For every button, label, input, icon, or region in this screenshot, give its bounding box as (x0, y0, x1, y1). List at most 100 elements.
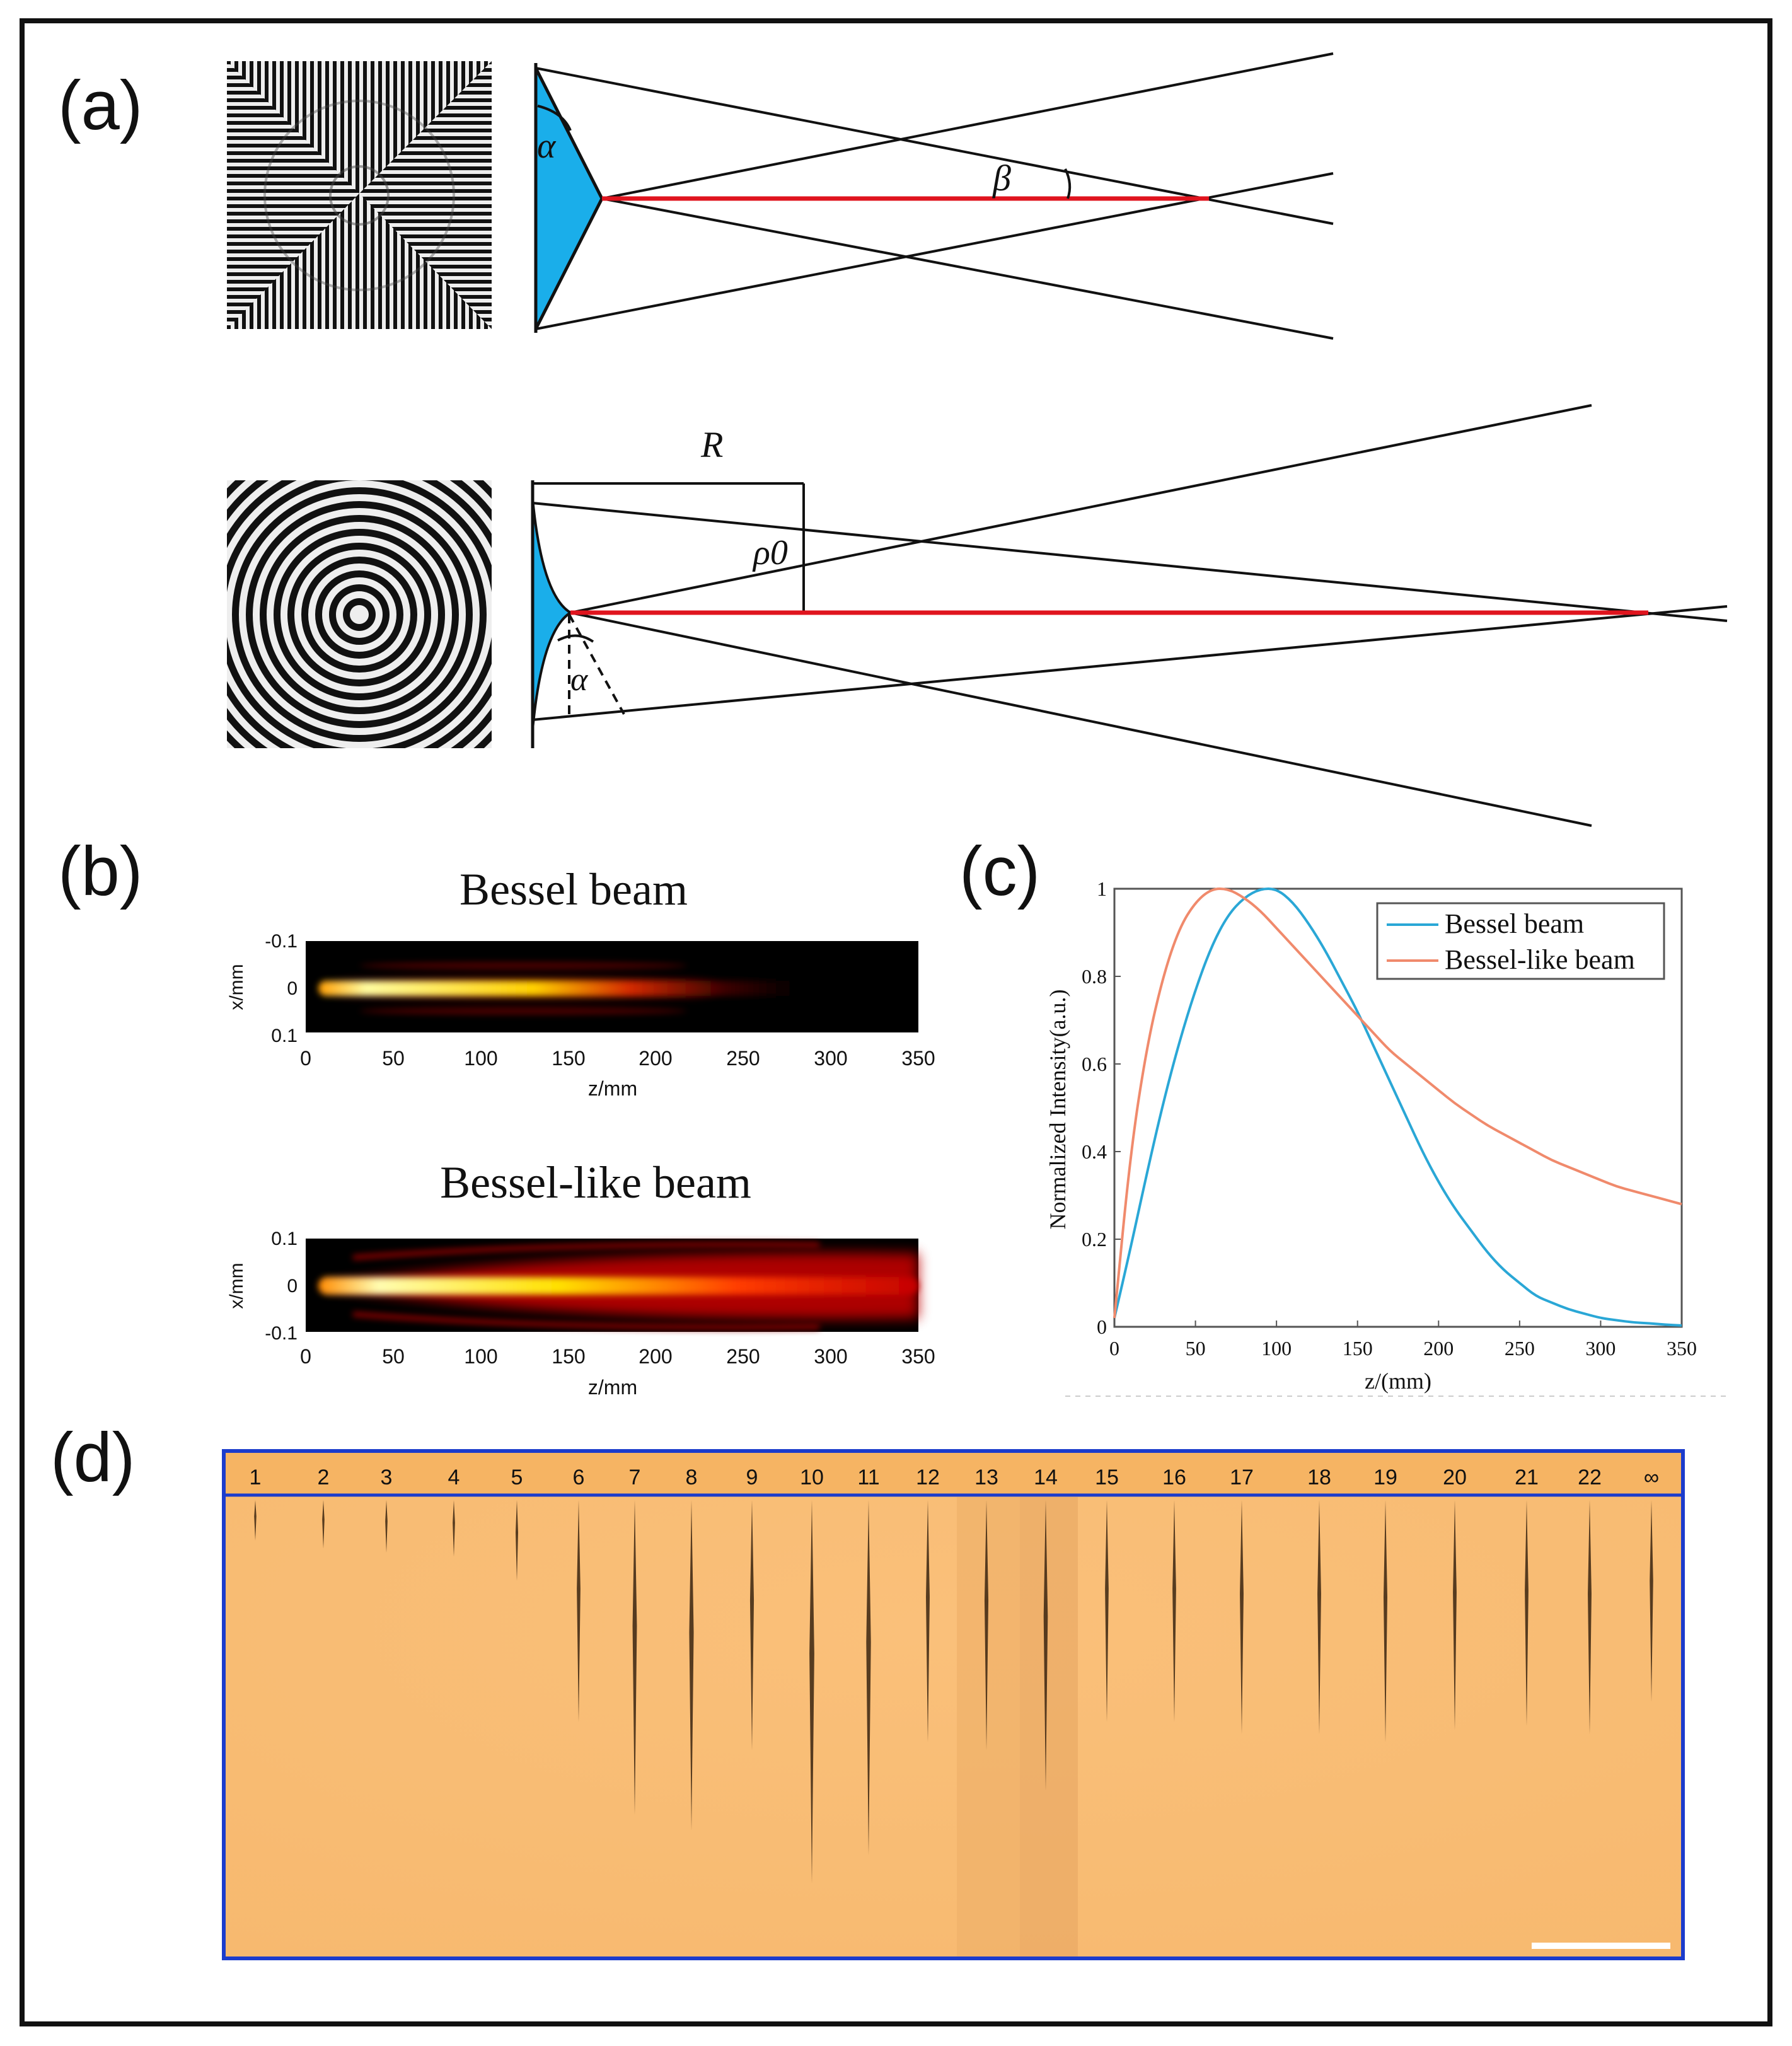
bessel-like-beam-heatmap: Bessel-like beam 0.1 0 -0.1 x/mm 0 50 10… (226, 1157, 935, 1399)
crack-3 (385, 1500, 388, 1553)
bessel-like-beam-yticks: 0.1 0 -0.1 (265, 1228, 298, 1344)
beta-symbol: β (992, 158, 1011, 199)
column-label: 9 (746, 1465, 758, 1489)
svg-text:0: 0 (300, 1047, 311, 1070)
svg-text:200: 200 (639, 1345, 672, 1368)
bessel-beam-xlabel: z/mm (588, 1077, 637, 1100)
crack-5 (516, 1500, 518, 1581)
micrograph-patch-14 (1020, 1497, 1078, 1958)
column-label: 8 (686, 1465, 698, 1489)
y-tick-label: 1 (1097, 877, 1107, 900)
svg-text:350: 350 (901, 1345, 935, 1368)
panel-b-label: (b) (58, 833, 142, 910)
bessel-like-beam-xticks: 0 50 100 150 200 250 300 350 (300, 1345, 935, 1368)
column-label: 6 (573, 1465, 585, 1489)
crack-21 (1525, 1500, 1529, 1726)
panel-d-label: (d) (50, 1419, 135, 1496)
crack-23 (1650, 1500, 1653, 1702)
axicon-diagram: α β (534, 52, 1334, 340)
crack-7 (632, 1500, 637, 1815)
crack-14 (1043, 1500, 1048, 1791)
x-tick-label: 200 (1423, 1337, 1454, 1360)
micrograph (224, 1451, 1683, 1958)
bessel-beam-heatmap: Bessel beam -0.1 0 0.1 x/mm 0 50 100 150… (226, 864, 935, 1100)
crack-10 (809, 1500, 814, 1883)
chart-legend: Bessel beam Bessel-like beam (1376, 902, 1665, 980)
crack-20 (1453, 1500, 1457, 1730)
crack-22 (1588, 1500, 1592, 1735)
bessel-beam-title: Bessel beam (460, 864, 688, 915)
chart-ylabel: Normalized Intensity(a.u.) (1045, 990, 1070, 1230)
laser-cracks (254, 1500, 1653, 1883)
legend-label-bessel-beam: Bessel beam (1445, 908, 1584, 939)
column-label: 17 (1230, 1465, 1254, 1489)
column-label: 3 (381, 1465, 393, 1489)
chart-yticks: 00.20.40.60.81 (1082, 877, 1121, 1338)
svg-text:0: 0 (287, 978, 298, 999)
crack-2 (322, 1500, 325, 1549)
svg-text:350: 350 (901, 1047, 935, 1070)
crack-15 (1105, 1500, 1109, 1722)
x-tick-label: 350 (1667, 1337, 1697, 1360)
panel-b: (b) Bessel beam -0.1 0 0.1 x/mm 0 50 100… (58, 833, 935, 1399)
series-line-bessel-beam (1113, 887, 1682, 1327)
y-tick-label: 0 (1097, 1315, 1107, 1338)
crack-19 (1384, 1500, 1387, 1742)
rho0-symbol: ρ0 (752, 533, 788, 572)
column-label: 18 (1307, 1465, 1331, 1489)
x-tick-label: 150 (1343, 1337, 1373, 1360)
hologram-ring (350, 605, 369, 624)
y-tick-label: 0.2 (1082, 1228, 1107, 1251)
panel-c-label: (c) (959, 833, 1040, 910)
micrograph-header-band (224, 1451, 1683, 1495)
column-label: 20 (1443, 1465, 1467, 1489)
svg-text:300: 300 (814, 1047, 847, 1070)
crack-11 (866, 1500, 871, 1856)
alpha-symbol: α (537, 127, 557, 166)
column-label: 4 (448, 1465, 460, 1489)
svg-text:250: 250 (726, 1345, 760, 1368)
lens-axicon-hologram-circular (227, 480, 492, 748)
x-tick-label: 0 (1109, 1337, 1119, 1360)
bessel-beam-yticks: -0.1 0 0.1 (265, 931, 298, 1046)
y-tick-label: 0.4 (1082, 1140, 1107, 1163)
chart-xlabel: z/(mm) (1365, 1368, 1431, 1394)
column-label: 11 (857, 1465, 879, 1489)
svg-text:250: 250 (726, 1047, 760, 1070)
column-label: 2 (318, 1465, 330, 1489)
crack-8 (689, 1500, 694, 1831)
panel-a-label: (a) (58, 67, 142, 144)
crack-9 (749, 1500, 754, 1750)
svg-text:300: 300 (814, 1345, 847, 1368)
crack-18 (1317, 1500, 1321, 1735)
svg-text:100: 100 (464, 1345, 497, 1368)
x-tick-label: 250 (1505, 1337, 1535, 1360)
svg-text:-0.1: -0.1 (265, 1323, 298, 1344)
micrograph-patch-13 (957, 1497, 1020, 1958)
legend-label-bessel-like-beam: Bessel-like beam (1445, 944, 1635, 975)
crack-1 (254, 1500, 257, 1540)
column-label: 22 (1578, 1465, 1602, 1489)
column-label: 16 (1162, 1465, 1186, 1489)
alpha-symbol-2: α (570, 662, 589, 698)
column-label: 7 (629, 1465, 641, 1489)
svg-text:0: 0 (287, 1276, 298, 1297)
column-label: 14 (1034, 1465, 1058, 1489)
svg-text:150: 150 (552, 1345, 585, 1368)
axicon-hologram-square (227, 61, 492, 329)
x-tick-label: 100 (1261, 1337, 1292, 1360)
column-label: 21 (1515, 1465, 1539, 1489)
R-symbol: R (700, 424, 723, 465)
y-tick-label: 0.8 (1082, 965, 1107, 988)
column-label: 19 (1373, 1465, 1397, 1489)
crack-12 (926, 1500, 930, 1742)
bessel-like-beam-ylabel: x/mm (226, 1263, 247, 1309)
crack-4 (453, 1500, 455, 1557)
svg-text:-0.1: -0.1 (265, 931, 298, 952)
column-label: 15 (1095, 1465, 1119, 1489)
